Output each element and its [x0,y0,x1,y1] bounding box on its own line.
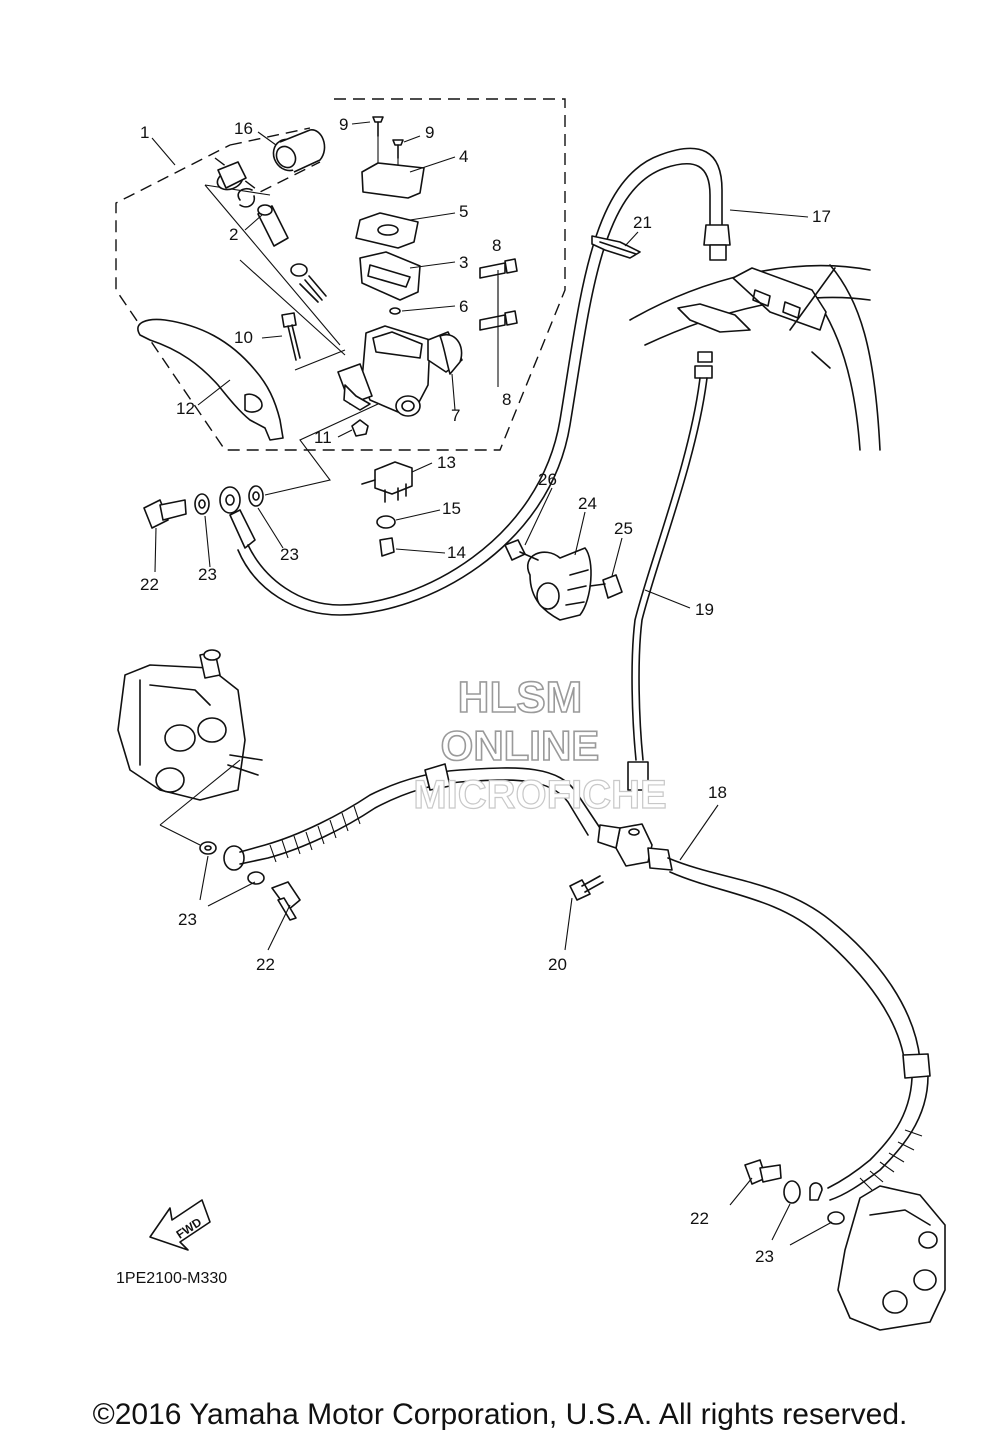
left-caliper [117,649,263,846]
callout-20: 20 [548,955,567,974]
watermark-line2: ONLINE [441,722,600,769]
part-5-diaphragm-plate [355,212,419,249]
kit-boundary [115,98,566,451]
watermark-line3: MICROFICHE [413,773,666,817]
part-8-bolts [479,258,518,331]
callout-11: 11 [314,428,332,447]
part-14-screw [379,537,395,557]
part-12-lever [137,318,284,441]
callout-23a: 23 [198,565,217,584]
lower-left-hose-inner [239,779,589,865]
callout-8b: 8 [502,390,511,409]
part-17-fitting [703,224,731,261]
callout-13: 13 [437,453,456,472]
callout-9a: 9 [339,115,348,134]
callout-12: 12 [176,399,195,418]
right-hose-lower [829,1075,929,1201]
callout-18: 18 [708,783,727,802]
part-13-brake-switch [361,461,413,503]
right-caliper [837,1185,946,1331]
callout-2: 2 [229,225,238,244]
lower-right-hose-inner [669,871,906,1066]
right-hose-collar [902,1053,931,1079]
part-10-bolt [281,312,301,361]
lower-right-hose [667,857,921,1061]
diagram-code: 1PE2100-M330 [116,1270,228,1287]
lever-pivot [244,393,263,413]
callout-6: 6 [459,297,468,316]
callout-21: 21 [633,213,652,232]
brake-hose-upper-inner [237,163,711,616]
callout-16: 16 [234,119,253,138]
fwd-arrow-icon: FWD [149,1199,211,1251]
part-15-washer [376,515,396,529]
callout-19: 19 [695,600,714,619]
watermark-line1: HLSM [458,673,583,722]
callout-3: 3 [459,253,468,272]
cap-boundary [214,157,321,193]
hose-armor-right [859,1129,923,1191]
callout-9b: 9 [425,123,434,142]
callout-17: 17 [812,207,831,226]
callout-24: 24 [578,494,597,513]
callout-8a: 8 [492,236,501,255]
part-19-cable [627,351,713,791]
part-21-bracket [591,235,641,259]
part-6-float [389,307,401,315]
part-4-cover [361,162,425,199]
callout-23d: 23 [755,1247,774,1266]
callout-22a: 22 [140,575,159,594]
leader-lines [151,121,833,1246]
callout-4: 4 [459,147,468,166]
rear-master-cylinder [677,267,836,369]
part-16-cap [272,129,326,173]
hose-joint [597,823,673,871]
callout-5: 5 [459,202,468,221]
callout-22b: 22 [256,955,275,974]
callout-26: 26 [538,470,557,489]
part-3-diaphragm [359,251,421,301]
callout-labels: 1 16 9 9 4 5 3 2 6 8 10 8 7 12 11 13 15 … [140,115,831,1266]
part-26-screw [504,539,539,561]
right-hose-lower-inner [827,1077,913,1189]
watermark: HLSM ONLINE MICROFICHE [413,672,668,817]
callout-7: 7 [451,406,460,425]
callout-10: 10 [234,328,253,347]
callout-22c: 22 [690,1209,709,1228]
lower-right-banjo-fitting [744,1159,845,1225]
callout-23b: 23 [280,545,299,564]
part-20-bolt [569,875,604,901]
lower-left-banjo-fitting [199,841,301,921]
hose-armor-left [269,805,361,863]
callout-23c: 23 [178,910,197,929]
left-hose-collar [424,763,451,791]
lower-left-hose [239,767,601,853]
upper-banjo-fitting [143,485,264,549]
brake-hose-upper [247,147,723,606]
copyright-notice: ©2016 Yamaha Motor Corporation, U.S.A. A… [92,1398,908,1431]
part-1-piston-kit [204,161,346,356]
callout-1: 1 [140,123,149,142]
callout-15: 15 [442,499,461,518]
part-11-nut [351,419,369,437]
callout-25: 25 [614,519,633,538]
master-cylinder-body [264,325,463,496]
part-24-switch-housing [527,547,592,621]
part-25-switch [589,574,623,599]
callout-14: 14 [447,543,466,562]
